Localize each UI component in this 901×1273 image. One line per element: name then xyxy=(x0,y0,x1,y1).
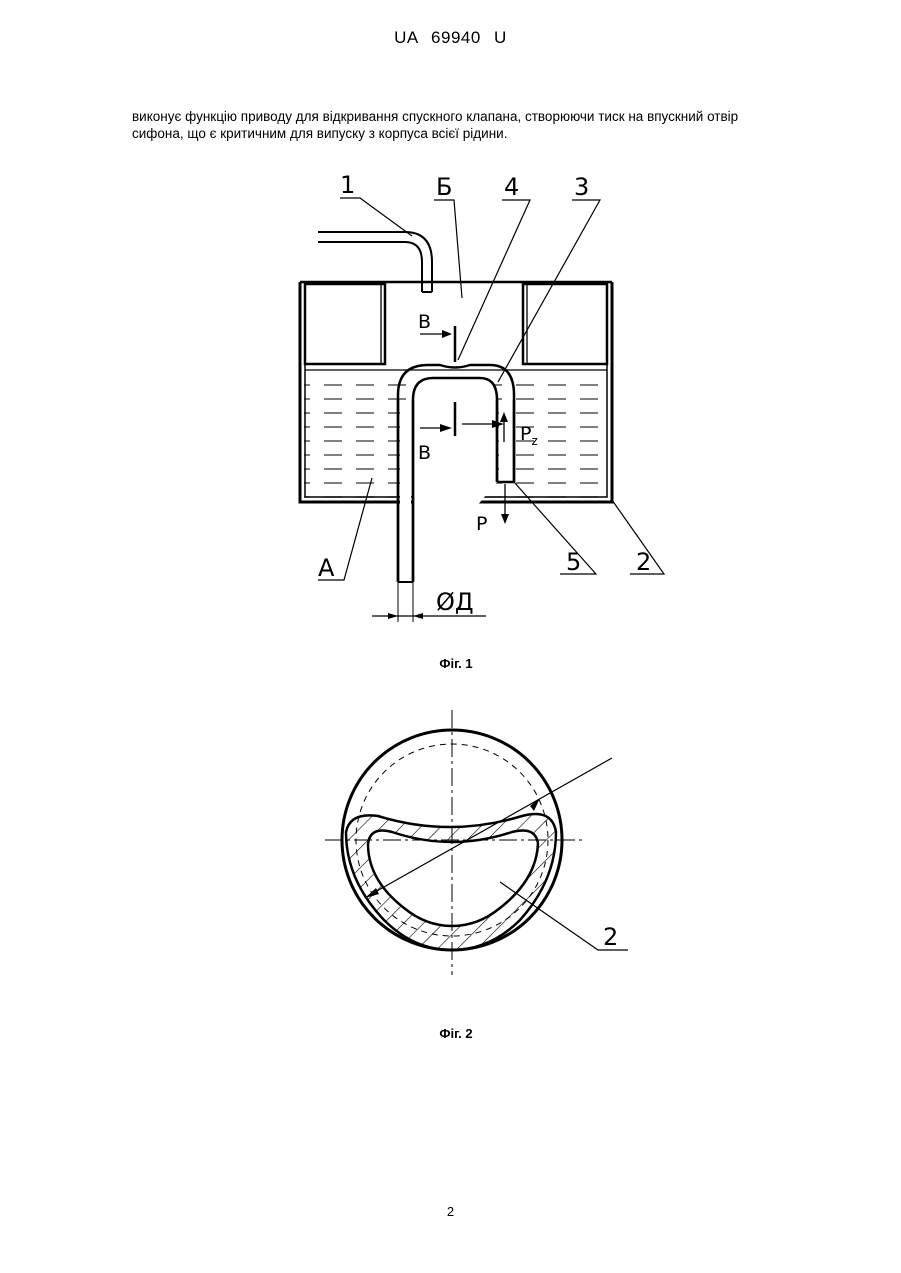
figure-2-drawing: 2 xyxy=(0,700,901,1000)
figure-2-caption: Фіг. 2 xyxy=(396,1026,516,1041)
left-float-block xyxy=(305,284,385,364)
label-2: 2 xyxy=(636,548,651,576)
label-v-top: В xyxy=(418,311,431,333)
label-p: P xyxy=(476,513,487,535)
label-diameter: ØД xyxy=(436,588,474,616)
label-a: А xyxy=(318,554,335,582)
label-4: 4 xyxy=(504,173,519,201)
siphon-tube xyxy=(398,365,514,582)
label-v-mid: В xyxy=(418,442,431,464)
label-5: 5 xyxy=(566,548,581,576)
page-number: 2 xyxy=(0,1204,901,1219)
fig2-label-2: 2 xyxy=(603,923,618,951)
label-1: 1 xyxy=(340,171,355,199)
figure-1-drawing: 1 Б 4 3 В В Pz P А 5 2 ØД xyxy=(0,0,901,640)
label-b-cyr: Б xyxy=(436,173,452,201)
label-3: 3 xyxy=(574,173,589,201)
right-float-block xyxy=(523,284,607,364)
figure-1-caption: Фіг. 1 xyxy=(396,656,516,671)
tube-cross-section xyxy=(346,814,556,950)
